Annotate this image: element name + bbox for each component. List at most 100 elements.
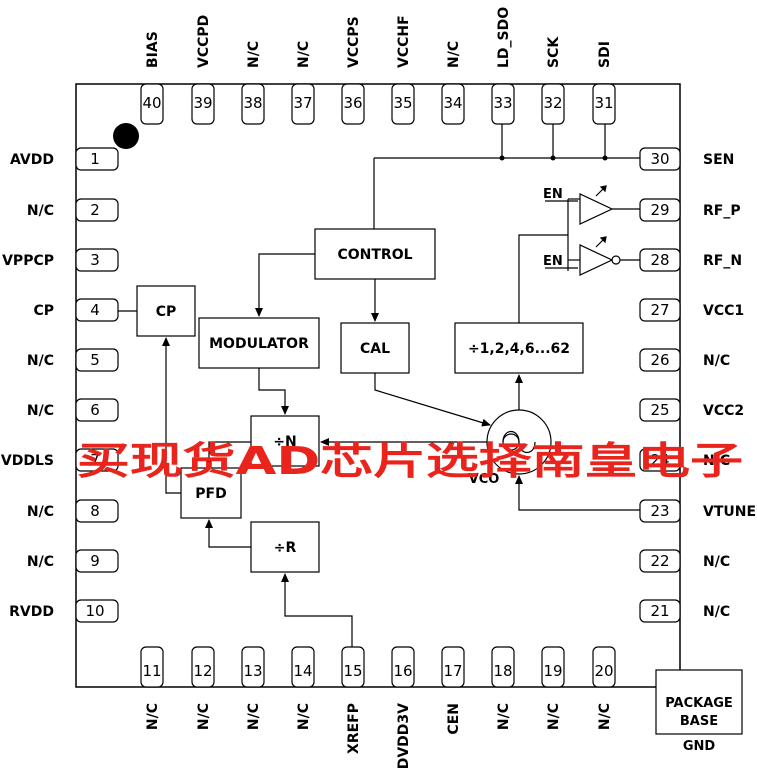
pin-name: VCCPS bbox=[346, 16, 362, 68]
pin-number: 2 bbox=[90, 201, 100, 219]
pin-name: N/C bbox=[703, 604, 730, 620]
gnd-label: GND bbox=[683, 739, 716, 754]
divide-r-label: ÷R bbox=[274, 540, 297, 556]
pin-name: VCCPD bbox=[196, 15, 212, 68]
pin-number: 15 bbox=[343, 662, 362, 680]
vco-label: VCO bbox=[469, 472, 500, 487]
pin-number: 18 bbox=[493, 662, 512, 680]
output-divider-block bbox=[454, 322, 584, 374]
pin-name: N/C bbox=[496, 703, 512, 730]
pin-name: RF_N bbox=[703, 253, 742, 269]
pin-number: 29 bbox=[650, 201, 669, 219]
pin-23-pad bbox=[639, 499, 681, 523]
pin-number: 34 bbox=[443, 94, 462, 112]
left-pins: 1AVDD2N/C3VPPCP4CP5N/C6N/C7VDDLS8N/C9N/C… bbox=[1, 147, 119, 623]
pin-name: N/C bbox=[145, 703, 161, 730]
pin-name: XREFP bbox=[346, 703, 362, 754]
pin-number: 11 bbox=[142, 662, 161, 680]
pin-number: 7 bbox=[90, 451, 100, 469]
pin-number: 23 bbox=[650, 502, 669, 520]
en-p-label: EN bbox=[543, 187, 563, 202]
pin-number: 25 bbox=[650, 401, 669, 419]
pin-6-pad bbox=[75, 398, 119, 422]
pin-21-pad bbox=[639, 599, 681, 623]
pin-name: N/C bbox=[246, 703, 262, 730]
pin-number: 38 bbox=[243, 94, 262, 112]
pin-15-pad bbox=[341, 646, 365, 688]
pin-29-pad bbox=[639, 198, 681, 222]
control-label: CONTROL bbox=[337, 247, 412, 263]
pin-20-pad bbox=[592, 646, 616, 688]
pin-31-pad bbox=[592, 83, 616, 125]
pin-26-pad bbox=[639, 348, 681, 372]
pin-number: 20 bbox=[594, 662, 613, 680]
pin-3-pad bbox=[75, 248, 119, 272]
pin-name: LD_SDO bbox=[496, 7, 512, 68]
pin-name: VDDLS bbox=[1, 453, 54, 469]
pin-30-pad bbox=[639, 147, 681, 171]
pin-22-pad bbox=[639, 549, 681, 573]
bottom-pins: 11N/C12N/C13N/C14N/C15XREFP16DVDD3V17CEN… bbox=[140, 646, 616, 769]
watermark-text: 买现货AD芯片选择南皇电子 bbox=[77, 439, 743, 483]
pin-number: 31 bbox=[594, 94, 613, 112]
pin-name: AVDD bbox=[10, 152, 54, 168]
pin-19-pad bbox=[541, 646, 565, 688]
pin-number: 24 bbox=[650, 451, 669, 469]
bus-junction bbox=[602, 155, 608, 161]
pin-number: 26 bbox=[650, 351, 669, 369]
pin-number: 21 bbox=[650, 602, 669, 620]
cp-block-label: CP bbox=[156, 304, 177, 320]
pin-11-pad bbox=[140, 646, 164, 688]
serial-bus bbox=[373, 124, 640, 229]
pin-number: 19 bbox=[543, 662, 562, 680]
pin-39-pad bbox=[191, 83, 215, 125]
pin-5-pad bbox=[75, 348, 119, 372]
pin-number: 16 bbox=[393, 662, 412, 680]
pin-9-pad bbox=[75, 549, 119, 573]
pin-name: N/C bbox=[27, 353, 54, 369]
pin-name: N/C bbox=[27, 504, 54, 520]
rf-p-buffer bbox=[579, 185, 640, 225]
pin-number: 30 bbox=[650, 150, 669, 168]
signal-paths bbox=[118, 198, 640, 647]
pin-name: N/C bbox=[703, 353, 730, 369]
pin-number: 32 bbox=[543, 94, 562, 112]
pin-name: CP bbox=[33, 303, 54, 319]
pin-name: N/C bbox=[703, 554, 730, 570]
pin-name: RF_P bbox=[703, 203, 741, 219]
pin-number: 37 bbox=[293, 94, 312, 112]
package-base-box bbox=[655, 669, 743, 735]
pin-34-pad bbox=[441, 83, 465, 125]
pin-8-pad bbox=[75, 499, 119, 523]
pin-1-pad bbox=[75, 147, 119, 171]
pin-24-pad bbox=[639, 448, 681, 472]
bus-junction bbox=[550, 155, 556, 161]
pin-name: DVDD3V bbox=[396, 703, 412, 769]
pin-name: N/C bbox=[597, 703, 613, 730]
pin-37-pad bbox=[291, 83, 315, 125]
pin-number: 4 bbox=[90, 301, 100, 319]
pin-17-pad bbox=[441, 646, 465, 688]
pin-name: N/C bbox=[296, 703, 312, 730]
pin-7-pad bbox=[75, 448, 119, 472]
pin-27-pad bbox=[639, 298, 681, 322]
pin-name: N/C bbox=[27, 554, 54, 570]
pin-16-pad bbox=[391, 646, 415, 688]
pin-name: SCK bbox=[546, 36, 562, 68]
pin-name: N/C bbox=[246, 41, 262, 68]
pin-number: 40 bbox=[142, 94, 161, 112]
pin-33-pad bbox=[491, 83, 515, 125]
pin-name: VTUNE bbox=[703, 504, 756, 520]
pin-10-pad bbox=[75, 599, 119, 623]
pin-2-pad bbox=[75, 198, 119, 222]
package-base-line2: BASE bbox=[680, 714, 718, 729]
pin-name: CEN bbox=[446, 703, 462, 735]
pin-25-pad bbox=[639, 398, 681, 422]
pin1-marker bbox=[113, 123, 139, 149]
pin-38-pad bbox=[241, 83, 265, 125]
rf-n-buffer bbox=[579, 236, 640, 276]
pin-18-pad bbox=[491, 646, 515, 688]
pin-name: N/C bbox=[296, 41, 312, 68]
pin-4-pad bbox=[75, 298, 119, 322]
